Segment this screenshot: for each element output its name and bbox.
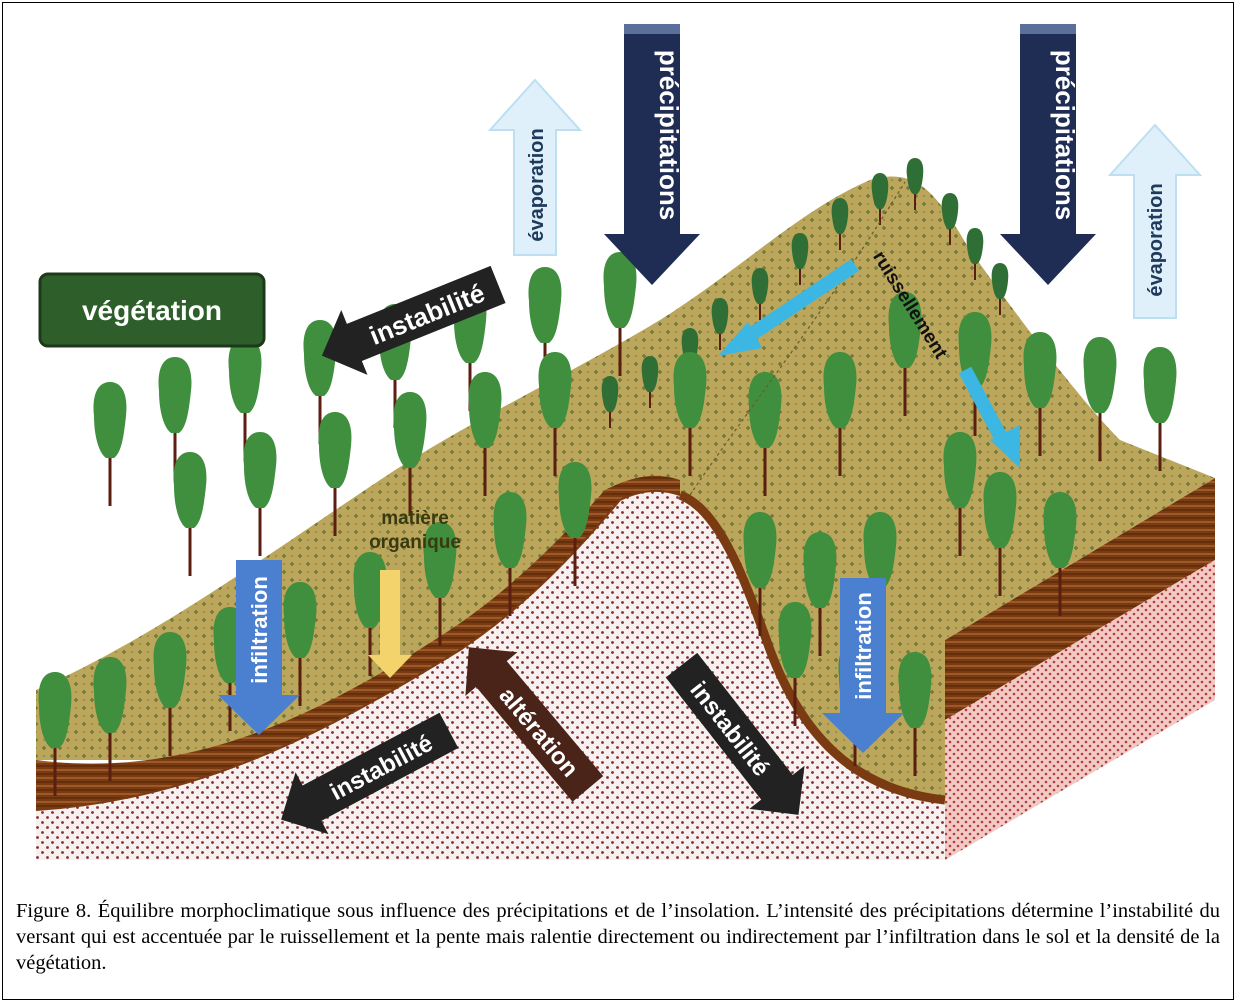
organic-matter-arrow [368, 570, 412, 678]
morphoclimatic-diagram: végétation évaporation évaporation préci… [35, 24, 1215, 860]
svg-text:évaporation: évaporation [526, 128, 548, 241]
figure-caption: Figure 8. Équilibre morphoclimatique sou… [16, 900, 1220, 974]
matiere-label: matière [381, 508, 449, 529]
vegetation-box [38, 272, 266, 348]
vegetation-label: végétation [82, 295, 222, 326]
svg-text:précipitations: précipitations [654, 50, 684, 220]
evaporation-arrow-left: évaporation [487, 78, 583, 256]
svg-text:précipitations: précipitations [1050, 50, 1080, 220]
evaporation-arrow-right: évaporation [1107, 123, 1203, 319]
soil-side-layer [945, 478, 1215, 720]
precipitation-arrow-left: précipitations [604, 24, 700, 285]
soil-front-layer [36, 475, 680, 810]
precipitation-arrow-right: précipitations [1000, 24, 1096, 285]
organique-label: organique [369, 532, 461, 553]
svg-text:évaporation: évaporation [1145, 183, 1167, 296]
svg-text:infiltration: infiltration [247, 576, 272, 684]
bedrock-side [945, 560, 1215, 860]
svg-text:infiltration: infiltration [851, 592, 876, 700]
infiltration-arrow-right: infiltration [822, 578, 904, 753]
infiltration-arrow-left: infiltration [218, 560, 300, 735]
